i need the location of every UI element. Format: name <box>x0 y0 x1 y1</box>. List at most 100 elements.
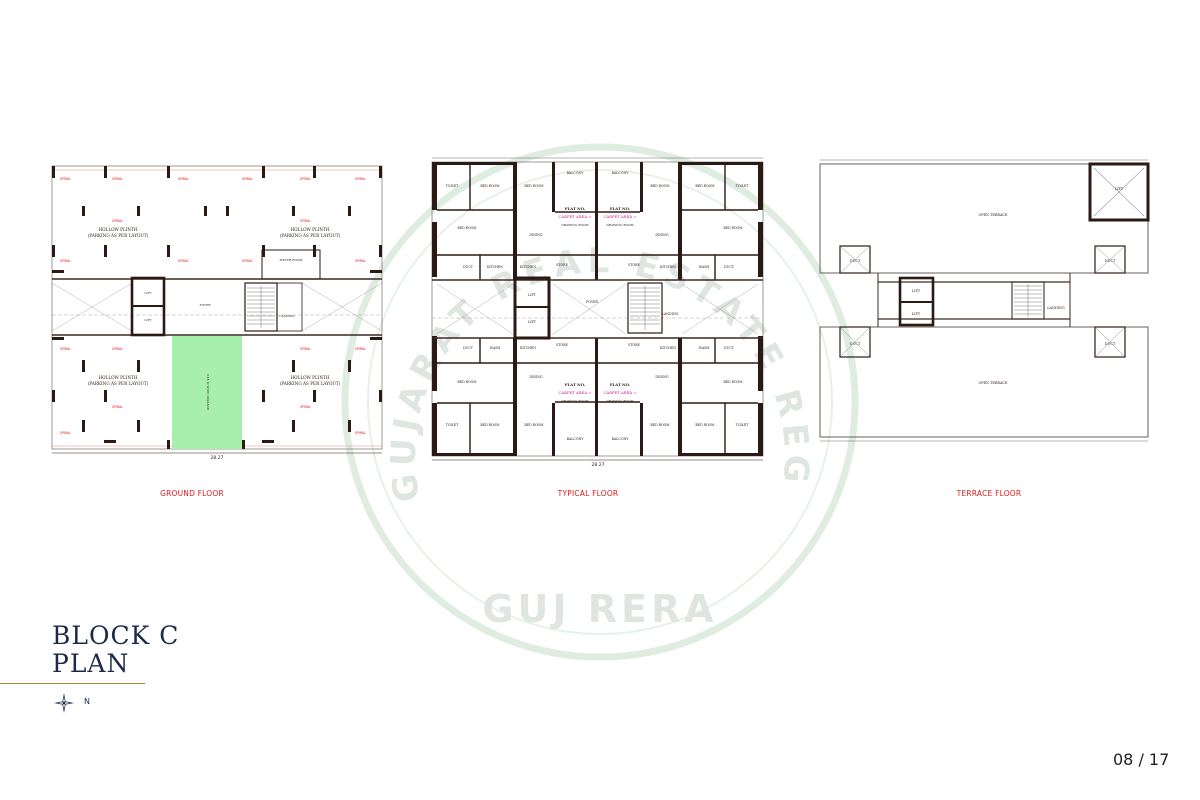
typical-drawing-3: DRAWING ROOM <box>561 399 588 403</box>
watermark-ring-text: GUJARAT REAL ESTATE REGULATORY AUTHORITY <box>0 0 811 505</box>
typical-kitchen-3: KITCHEN <box>660 265 676 269</box>
svg-text:SPIRAL: SPIRAL <box>112 219 123 223</box>
typical-duct-4: DUCT <box>724 346 735 350</box>
typical-carpet-2: CARPET AREA = <box>603 214 636 219</box>
svg-text:SPIRAL: SPIRAL <box>112 405 123 409</box>
terrace-lift-1: LIFT <box>912 289 921 293</box>
svg-text:SPIRAL: SPIRAL <box>60 259 71 263</box>
ground-meter-room: METER ROOM <box>280 258 303 262</box>
terrace-duct-3: DUCT <box>850 342 861 346</box>
terrace-floor-label: TERRACE FLOOR <box>956 489 1022 498</box>
svg-text:SPIRAL: SPIRAL <box>355 431 366 435</box>
svg-text:SPIRAL: SPIRAL <box>178 259 189 263</box>
typical-carpet-1: CARPET AREA = <box>558 214 591 219</box>
terrace-landing: LANDING <box>1047 306 1065 310</box>
terrace-lift-2: LIFT <box>912 312 921 316</box>
typical-bedroom-11: BED ROOM <box>650 423 670 427</box>
typical-flat-no-1: FLAT NO. <box>565 206 586 211</box>
typical-bedroom-1: BED ROOM <box>480 184 500 188</box>
svg-text:SPIRAL: SPIRAL <box>60 177 71 181</box>
block-title: BLOCK C PLAN <box>52 622 179 678</box>
terrace-duct-2: DUCT <box>1105 259 1116 263</box>
typical-flat-no-3: FLAT NO. <box>565 382 586 387</box>
typical-toilet-4: TOILET <box>736 423 749 427</box>
typical-flat-no-4: FLAT NO. <box>610 382 631 387</box>
svg-text:SPIRAL: SPIRAL <box>112 347 123 351</box>
typical-carpet-3: CARPET AREA = <box>558 390 591 395</box>
svg-text:SPIRAL: SPIRAL <box>355 177 366 181</box>
typical-dining-3: DINING <box>529 375 543 379</box>
ground-parking-sw: (PARKING AS PER LAYOUT) <box>88 381 149 386</box>
typical-store-3: STORE <box>556 343 568 347</box>
typical-bedroom-6: BED ROOM <box>723 226 743 230</box>
ground-parking-ne: (PARKING AS PER LAYOUT) <box>280 233 341 238</box>
svg-text:GUJARAT REAL ESTATE REGULATORY: GUJARAT REAL ESTATE REGULATORY AUTHORITY <box>0 0 817 505</box>
terrace-open-terrace-2: OPEN TERRACE <box>979 381 1008 385</box>
typical-dining-1: DINING <box>529 233 543 237</box>
typical-bedroom-8: BED ROOM <box>723 380 743 384</box>
svg-text:SPIRAL: SPIRAL <box>300 347 311 351</box>
terrace-floor-plan: OPEN TERRACE OPEN TERRACE DUCT DUCT DUCT… <box>819 159 1150 442</box>
terrace-open-terrace-1: OPEN TERRACE <box>979 213 1008 217</box>
typical-balcony-2: BALCONY <box>612 171 630 175</box>
ground-parking-se: (PARKING AS PER LAYOUT) <box>280 381 341 386</box>
typical-wash-1: WASH <box>699 265 710 269</box>
typical-bedroom-2: BED ROOM <box>524 184 544 188</box>
typical-kitchen-1: KITCHEN <box>487 265 503 269</box>
ground-hollow-plinth-nw: HOLLOW PLINTH <box>98 227 137 232</box>
typical-store-1: STORE <box>556 263 568 267</box>
typical-toilet-1: TOILET <box>446 184 459 188</box>
typical-dining-4: DINING <box>655 375 669 379</box>
typical-toilet-3: TOILET <box>446 423 459 427</box>
typical-drawing-1: DRAWING ROOM <box>561 223 588 227</box>
typical-bedroom-10: BED ROOM <box>524 423 544 427</box>
block-title-line1: BLOCK C <box>52 621 180 650</box>
typical-lift-1: LIFT <box>528 293 537 297</box>
typical-drawing-2: DRAWING ROOM <box>606 223 633 227</box>
ground-floor-label: GROUND FLOOR <box>160 489 224 498</box>
ground-landing: LANDING <box>279 314 295 318</box>
ground-foyer: FOYER <box>200 303 212 307</box>
typical-toilet-2: TOILET <box>736 184 749 188</box>
typical-foyer: FOYER <box>586 300 598 304</box>
typical-kitchen-5: KITCHEN <box>660 346 676 350</box>
svg-text:SPIRAL: SPIRAL <box>60 431 71 435</box>
typical-bedroom-5: BED ROOM <box>457 226 477 230</box>
typical-duct-1: DUCT <box>463 265 474 269</box>
typical-duct-3: DUCT <box>463 346 474 350</box>
terrace-duct-1: DUCT <box>850 259 861 263</box>
typical-balcony-1: BALCONY <box>567 171 585 175</box>
typical-flat-no-2: FLAT NO. <box>610 206 631 211</box>
typical-wash-2: WASH <box>490 346 501 350</box>
typical-dimension: 28.27 <box>592 462 605 468</box>
typical-bedroom-4: BED ROOM <box>695 184 715 188</box>
title-divider <box>0 683 145 684</box>
typical-floor-label: TYPICAL FLOOR <box>557 489 619 498</box>
typical-floor-plan: TOILET BED ROOM BED ROOM BALCONY BALCONY… <box>431 157 764 468</box>
typical-bedroom-3: BED ROOM <box>650 184 670 188</box>
svg-text:SPIRAL: SPIRAL <box>178 177 189 181</box>
svg-text:SPIRAL: SPIRAL <box>300 219 311 223</box>
compass-north-label: N <box>84 697 90 706</box>
typical-dining-2: DINING <box>655 233 669 237</box>
typical-landing: LANDING <box>662 312 679 316</box>
svg-text:SPIRAL: SPIRAL <box>60 347 71 351</box>
terrace-duct-4: DUCT <box>1105 342 1116 346</box>
ground-lift-2: LIFT <box>144 318 151 322</box>
ground-parking-nw: (PARKING AS PER LAYOUT) <box>88 233 149 238</box>
ground-dimension: 28.27 <box>211 455 224 461</box>
ground-floor-plan: SPIRAL SPIRAL SPIRAL SPIRAL SPIRAL SPIRAL S… <box>51 165 383 461</box>
terrace-lift-head: LIFT <box>1115 187 1124 191</box>
typical-bedroom-9: BED ROOM <box>480 423 500 427</box>
typical-balcony-3: BALCONY <box>567 437 585 441</box>
typical-wash-3: WASH <box>699 346 710 350</box>
rera-watermark: GUJARAT REAL ESTATE REGULATORY AUTHORITY… <box>0 0 859 661</box>
watermark-bottom-text: GUJ RERA <box>482 587 717 631</box>
typical-store-4: STORE <box>628 343 640 347</box>
svg-text:SPIRAL: SPIRAL <box>112 177 123 181</box>
typical-drawing-4: DRAWING ROOM <box>606 399 633 403</box>
ground-hollow-plinth-ne: HOLLOW PLINTH <box>290 227 329 232</box>
svg-text:SPIRAL: SPIRAL <box>355 259 366 263</box>
compass-icon <box>54 693 74 713</box>
